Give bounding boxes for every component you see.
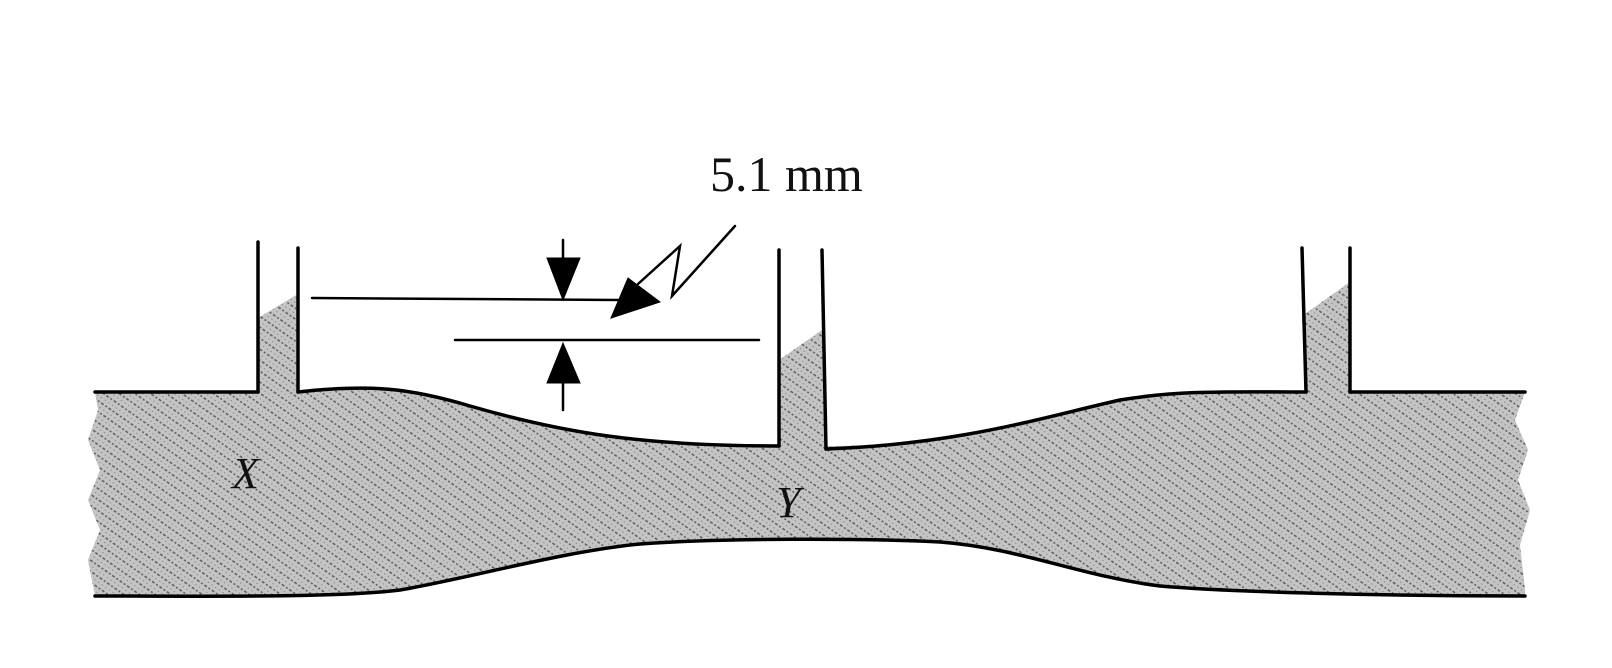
level-line-upper <box>310 296 620 302</box>
dimension-arrow-bottom-head <box>546 341 581 384</box>
point-label-y: Y <box>776 478 805 527</box>
manometer-tube-z <box>1300 246 1352 394</box>
fluid-column-tube-y <box>779 330 826 452</box>
dimension-label: 5.1 mm <box>710 146 863 202</box>
manometer-tube-y <box>777 248 828 451</box>
leader-arrow-head <box>610 277 662 319</box>
pipe-top-wall <box>93 386 1527 451</box>
fluid-column-tube-x <box>258 294 298 400</box>
fluid-column-tube-z <box>1302 282 1350 400</box>
point-label-x: X <box>230 449 261 498</box>
pipe-bottom-wall <box>93 537 1527 598</box>
leader-arrow-line <box>636 224 737 300</box>
dimension-arrow-top-head <box>546 257 581 302</box>
pipe-fluid <box>88 388 1530 597</box>
manometer-tube-x <box>256 240 300 394</box>
